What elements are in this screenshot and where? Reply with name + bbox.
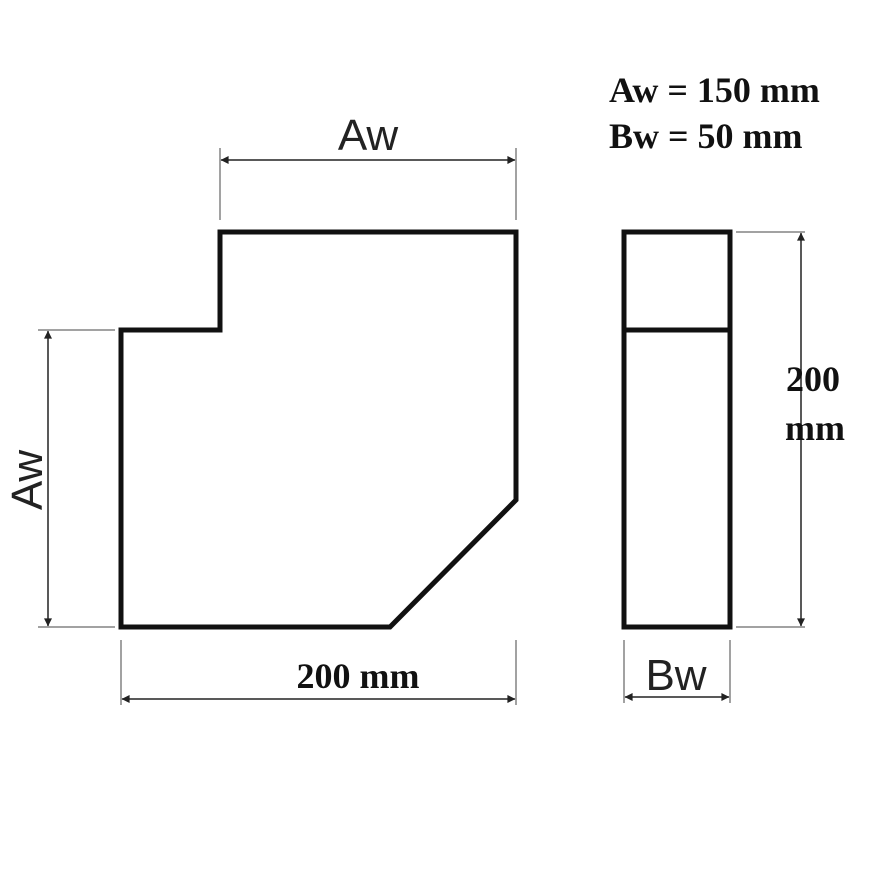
left-aw-label: Aw [3,450,52,511]
elbow-side-outline [621,229,733,630]
top-aw-dimension: Aw [219,111,517,220]
top-aw-label: Aw [338,111,399,160]
elbow-front-outline [118,229,519,630]
left-aw-dimension: Aw [3,329,115,628]
side-height-dimension: 200 mm [736,231,845,628]
specifications: Aw = 150 mm Bw = 50 mm [609,70,820,156]
side-height-label-line1: 200 [786,359,840,399]
bw-label: Bw [645,651,706,700]
bw-dimension: Bw [623,640,731,703]
bottom-width-dimension: 200 mm [120,640,517,705]
side-height-label-line2: mm [785,408,845,448]
bottom-width-label: 200 mm [297,656,420,696]
bw-spec-text: Bw = 50 mm [609,116,803,156]
front-view [118,229,519,630]
aw-spec-text: Aw = 150 mm [609,70,820,110]
side-view [621,229,733,630]
